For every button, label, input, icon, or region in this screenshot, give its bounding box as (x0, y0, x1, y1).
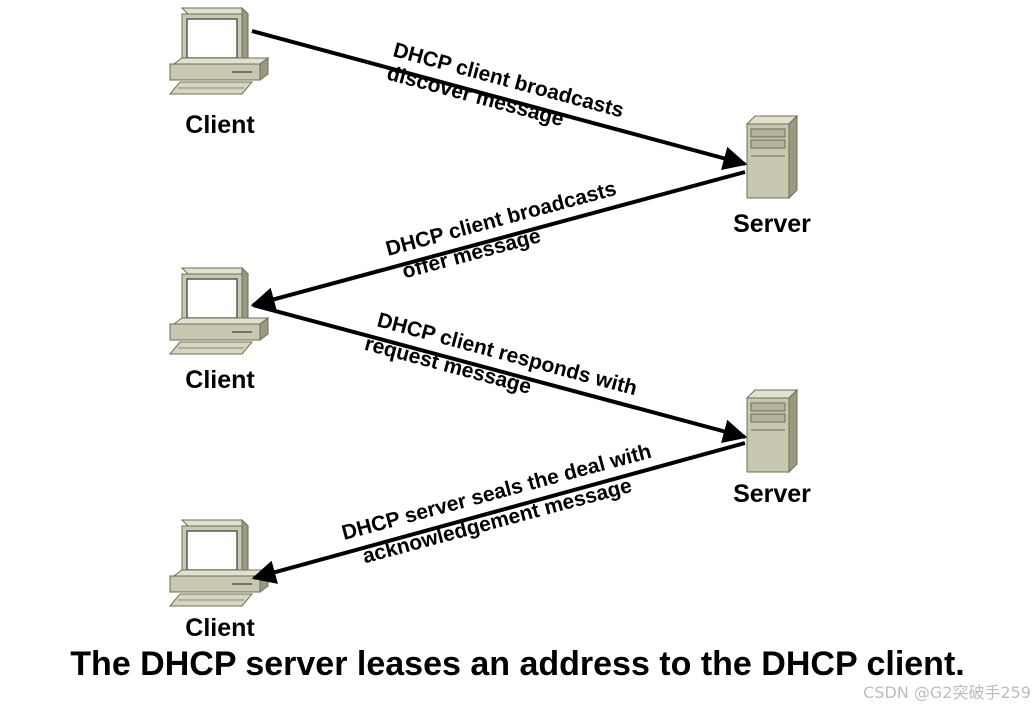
client-computer-icon (169, 267, 269, 355)
discover-arrow (251, 29, 748, 170)
server-tower-icon (746, 389, 798, 473)
discover-message-label: DHCP client broadcasts discover message (384, 39, 626, 132)
server-tower-icon (746, 115, 798, 199)
acknowledgement-message-label: DHCP server seals the deal with acknowle… (339, 440, 653, 568)
client-label: Client (185, 366, 255, 394)
server-label: Server (733, 210, 811, 238)
watermark: CSDN @G2突破手259 (863, 683, 1031, 702)
request-message-label: DHCP client responds with request messag… (362, 309, 639, 401)
request-arrow (252, 303, 748, 443)
client-label: Client (185, 614, 255, 642)
client-label: Client (185, 111, 255, 139)
acknowledgement-arrow (251, 441, 746, 584)
offer-message-label: DHCP client broadcasts offer message (383, 177, 619, 283)
diagram-caption: The DHCP server leases an address to the… (70, 645, 965, 683)
offer-arrow (250, 170, 746, 311)
server-label: Server (733, 480, 811, 508)
client-computer-icon (169, 7, 269, 95)
client-computer-icon (169, 519, 269, 607)
